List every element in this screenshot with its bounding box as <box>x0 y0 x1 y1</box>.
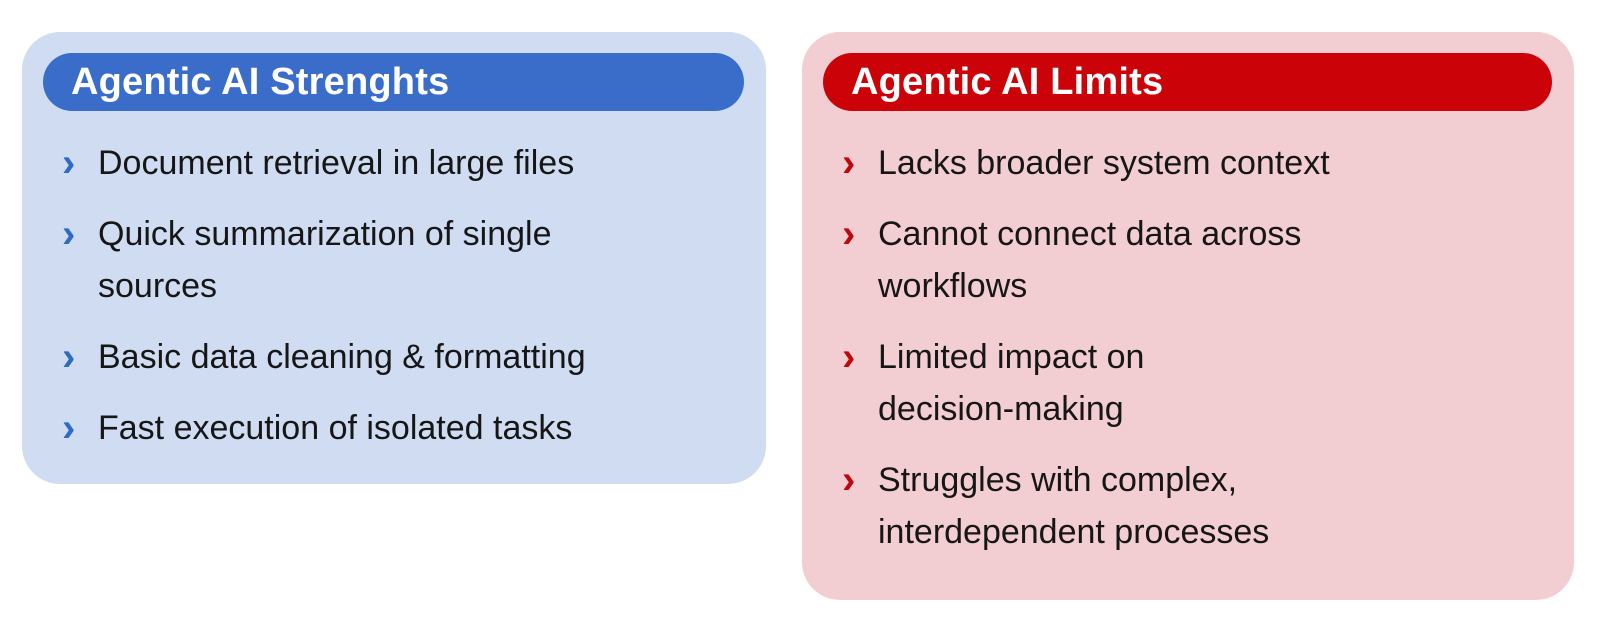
chevron-right-icon: › <box>842 458 856 502</box>
list-item-line: Lacks broader system context <box>878 144 1330 182</box>
list-item-text: Limited impact on decision-making <box>878 331 1144 435</box>
limits-header-pill: Agentic AI Limits <box>823 53 1552 111</box>
list-item: › Basic data cleaning & formatting <box>62 331 732 383</box>
list-item: › Lacks broader system context <box>842 137 1540 189</box>
list-item-text: Cannot connect data across workflows <box>878 208 1301 312</box>
chevron-right-icon: › <box>62 335 76 379</box>
list-item-line: Quick summarization of single <box>98 215 552 253</box>
list-item: › Document retrieval in large files <box>62 137 732 189</box>
strengths-card-title: Agentic AI Strenghts <box>71 60 450 103</box>
limits-card-title: Agentic AI Limits <box>851 60 1164 103</box>
list-item: › Cannot connect data across workflows <box>842 208 1540 312</box>
list-item-line: decision-making <box>878 390 1124 428</box>
list-item-text: Quick summarization of single sources <box>98 208 552 312</box>
limits-bullet-list: › Lacks broader system context › Cannot … <box>842 137 1540 558</box>
chevron-right-icon: › <box>62 141 76 185</box>
list-item-line: workflows <box>878 267 1028 305</box>
chevron-right-icon: › <box>842 212 856 256</box>
list-item-text: Fast execution of isolated tasks <box>98 402 572 454</box>
chevron-right-icon: › <box>62 212 76 256</box>
strengths-bullet-list: › Document retrieval in large files › Qu… <box>62 137 732 454</box>
list-item: › Quick summarization of single sources <box>62 208 732 312</box>
list-item-text: Struggles with complex, interdependent pr… <box>878 454 1269 558</box>
chevron-right-icon: › <box>842 141 856 185</box>
list-item-text: Basic data cleaning & formatting <box>98 331 586 383</box>
list-item: › Fast execution of isolated tasks <box>62 402 732 454</box>
list-item: › Struggles with complex, interdependent … <box>842 454 1540 558</box>
list-item-line: Cannot connect data across <box>878 215 1302 253</box>
list-item: › Limited impact on decision-making <box>842 331 1540 435</box>
strengths-card: Agentic AI Strenghts › Document retrieva… <box>22 32 766 484</box>
list-item-line: sources <box>98 267 218 305</box>
list-item-text: Lacks broader system context <box>878 137 1330 189</box>
limits-card: Agentic AI Limits › Lacks broader system… <box>802 32 1574 600</box>
strengths-header-pill: Agentic AI Strenghts <box>43 53 744 111</box>
list-item-line: Fast execution of isolated tasks <box>98 409 573 447</box>
chevron-right-icon: › <box>62 406 76 450</box>
list-item-text: Document retrieval in large files <box>98 137 574 189</box>
list-item-line: Document retrieval in large files <box>98 144 575 182</box>
chevron-right-icon: › <box>842 335 856 379</box>
list-item-line: Limited impact on <box>878 338 1145 376</box>
list-item-line: Struggles with complex, <box>878 461 1238 499</box>
list-item-line: Basic data cleaning & formatting <box>98 338 586 376</box>
list-item-line: interdependent processes <box>878 513 1270 551</box>
